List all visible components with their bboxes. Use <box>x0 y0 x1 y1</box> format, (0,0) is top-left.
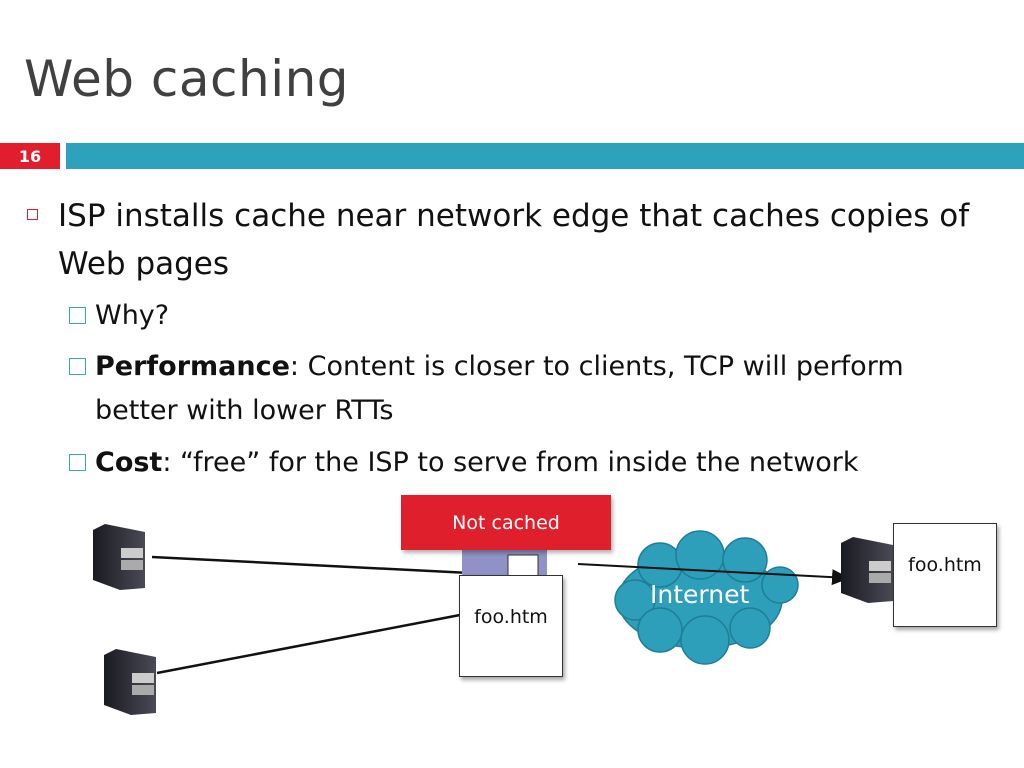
sub-bullet-text: : “free” for the ISP to serve from insid… <box>162 447 859 478</box>
internet-label: Internet <box>650 580 750 609</box>
link-client2-cache <box>156 613 461 675</box>
sub-bullet-bold: Performance <box>95 351 290 382</box>
sub-bullet-square-icon <box>69 358 86 375</box>
client-computer-icon <box>93 524 145 590</box>
sub-bullet-performance: Performance: Content is closer to client… <box>95 345 975 433</box>
client-computer-icon <box>104 649 156 715</box>
main-bullet-text: ISP installs cache near network edge tha… <box>58 198 970 282</box>
internet-cloud-icon <box>614 530 799 665</box>
origin-server-icon <box>841 537 893 603</box>
sub-bullet-cost: Cost: “free” for the ISP to serve from i… <box>95 441 975 485</box>
cache-document: foo.htm <box>459 575 563 677</box>
sub-bullet-square-icon <box>69 454 86 471</box>
document-icon: foo.htm <box>474 606 548 628</box>
sub-bullet-square-icon <box>69 307 86 324</box>
sub-bullet-text: : Content is closer to clients, TCP will… <box>95 351 904 426</box>
link-cache-origin <box>577 563 850 586</box>
not-cached-label: Not cached <box>401 495 611 550</box>
sub-bullet-bold: Cost <box>95 447 163 478</box>
header-divider-bar <box>66 143 1024 169</box>
origin-document: foo.htm <box>893 523 997 627</box>
sub-bullet-text: Why? <box>95 300 170 331</box>
slide-number: 16 <box>0 143 60 169</box>
link-client1-cache <box>151 555 471 575</box>
document-icon: foo.htm <box>908 554 982 576</box>
sub-bullet-why: Why? <box>95 294 975 338</box>
slide-title: Web caching <box>24 50 350 108</box>
bullet-square-icon <box>27 209 38 220</box>
